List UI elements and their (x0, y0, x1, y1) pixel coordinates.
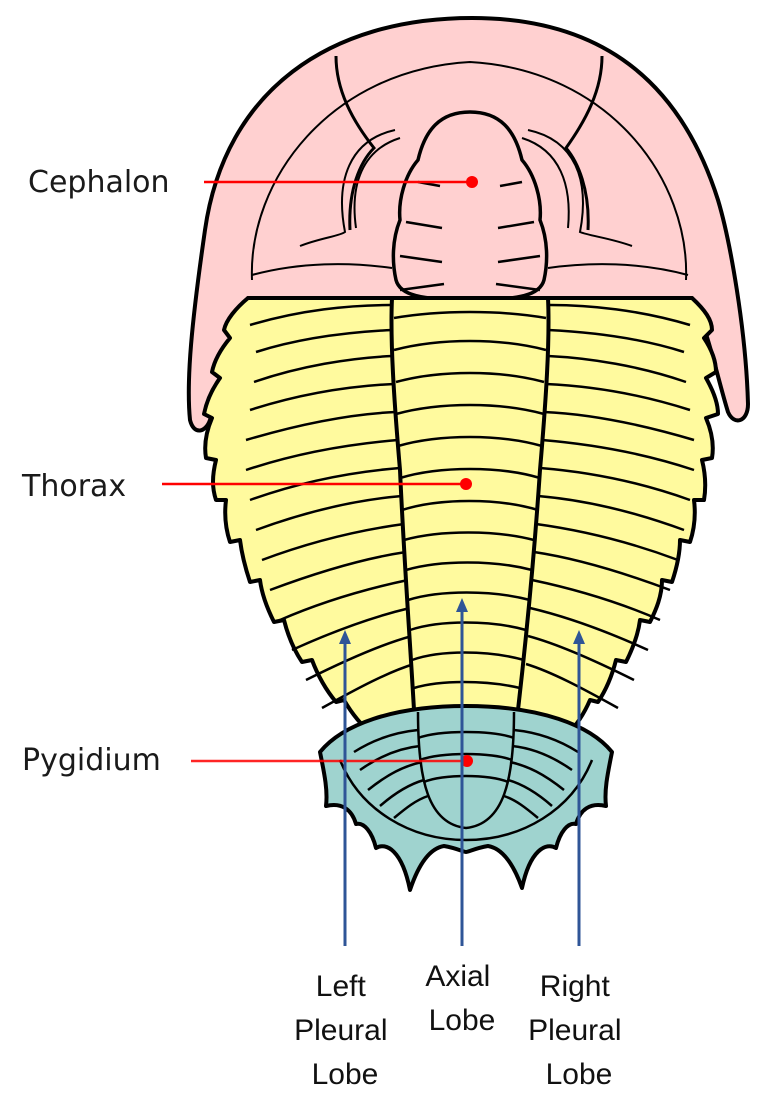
glabellar-furrow (399, 282, 445, 292)
pygidium-ribs (353, 728, 579, 819)
label-line: Lobe (312, 1058, 379, 1091)
right-pleural-furrows (525, 303, 695, 710)
facial-suture-right (564, 55, 604, 231)
label-line: Left (316, 970, 367, 1003)
label-line: Pleural (528, 1014, 621, 1047)
leader-dot (461, 755, 473, 767)
arrow-up-icon (456, 598, 468, 612)
label-right-pleural-lobe: Right Pleural Lobe (528, 970, 630, 1091)
eye-left (299, 129, 396, 247)
thorax (202, 296, 720, 738)
lobe-arrow-left-pleural (339, 630, 351, 946)
cephalon-posterior-left (251, 263, 393, 276)
eye-right-inner (521, 137, 570, 229)
left-pleural-furrows (245, 303, 415, 710)
glabellar-furrow (495, 282, 541, 292)
glabellar-furrow (405, 220, 443, 230)
glabellar-furrow (497, 220, 535, 230)
glabellar-furrow (399, 254, 443, 264)
label-line: Axial (425, 960, 490, 993)
pygidium-axis (416, 711, 516, 830)
label-line: Right (540, 970, 611, 1003)
pygidium (318, 704, 614, 892)
cephalon (186, 16, 750, 433)
label-line: Lobe (546, 1058, 613, 1091)
label-pygidium: Pygidium (22, 743, 161, 778)
callout-pygidium: Pygidium (22, 743, 473, 778)
label-line: Lobe (429, 1004, 496, 1037)
label-axial-lobe: Axial Lobe (425, 960, 498, 1037)
arrow-up-icon (339, 630, 351, 644)
label-left-pleural-lobe: Left Pleural Lobe (294, 970, 396, 1091)
axial-rings (393, 310, 547, 690)
label-line: Pleural (294, 1014, 387, 1047)
eye-left-inner (353, 137, 401, 229)
leader-dot (460, 478, 472, 490)
thorax-axial-lobe (389, 296, 551, 712)
lobe-arrow-axial (456, 598, 468, 946)
lobe-arrow-right-pleural (573, 630, 585, 946)
callout-thorax: Thorax (21, 469, 472, 504)
leader-dot (466, 176, 478, 188)
facial-suture-left (334, 55, 377, 231)
label-cephalon: Cephalon (28, 165, 170, 200)
glabellar-furrow (499, 180, 523, 188)
pygidium-border (338, 759, 594, 842)
eye-right (527, 129, 633, 247)
cephalon-posterior-right (547, 263, 689, 276)
arrow-up-icon (573, 630, 585, 644)
cephalon-border-arc (250, 60, 688, 281)
callout-cephalon: Cephalon (28, 165, 478, 200)
label-thorax: Thorax (21, 469, 126, 504)
glabellar-furrow (497, 254, 541, 264)
